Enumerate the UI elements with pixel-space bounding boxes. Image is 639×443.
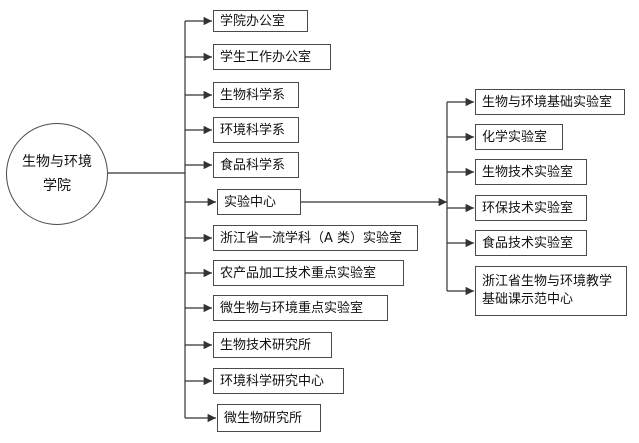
lab-bio-environment-basic: 生物与环境基础实验室 — [475, 89, 625, 115]
unit-food-science-dept: 食品科学系 — [213, 152, 299, 178]
unit-admin-office: 学院办公室 — [213, 10, 308, 32]
lab-food-technology: 食品技术实验室 — [475, 230, 587, 256]
unit-bioscience-dept: 生物科学系 — [213, 82, 299, 108]
unit-agri-processing-key-lab: 农产品加工技术重点实验室 — [213, 260, 404, 286]
lab-chemistry: 化学实验室 — [475, 124, 563, 150]
unit-first-class-discipline-lab: 浙江省一流学科（A 类）实验室 — [213, 225, 418, 251]
lab-environmental-protection-tech: 环保技术实验室 — [475, 195, 587, 221]
lab-provincial-teaching-demo-center: 浙江省生物与环境教学基础课示范中心 — [475, 266, 627, 316]
unit-microbe-environment-key-lab: 微生物与环境重点实验室 — [213, 295, 388, 321]
unit-environmental-science-dept: 环境科学系 — [213, 117, 299, 143]
unit-student-affairs-office: 学生工作办公室 — [213, 44, 331, 70]
unit-biotech-institute: 生物技术研究所 — [213, 332, 332, 358]
unit-microbiology-institute: 微生物研究所 — [217, 404, 321, 432]
lab-biotechnology: 生物技术实验室 — [475, 159, 587, 185]
unit-experiment-center: 实验中心 — [217, 189, 301, 215]
unit-environmental-research-center: 环境科学研究中心 — [213, 368, 344, 394]
root-node-college: 生物与环境学院 — [6, 123, 108, 225]
